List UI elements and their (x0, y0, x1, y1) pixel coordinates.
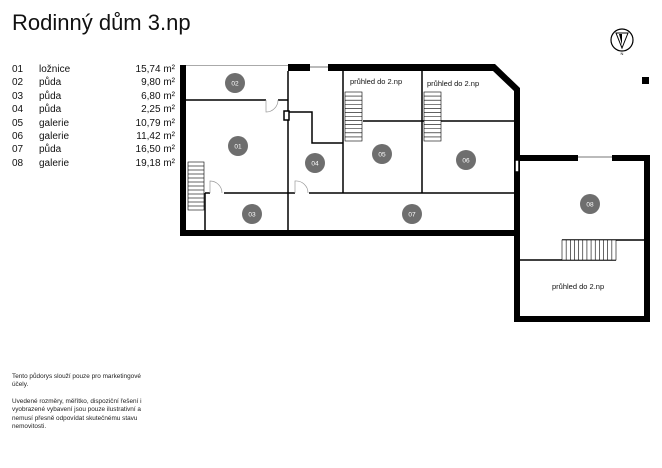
room-marker-02: 02 (225, 73, 245, 93)
room-name: ložnice (39, 64, 71, 75)
room-number: 07 (12, 144, 24, 156)
compass-north-label: N (621, 51, 624, 56)
walls (180, 64, 650, 322)
svg-text:08: 08 (586, 201, 594, 208)
svg-text:04: 04 (311, 160, 319, 167)
room-marker-07: 07 (402, 204, 422, 224)
room-number: 04 (12, 104, 24, 116)
interior-walls (186, 71, 644, 261)
compass-icon: N (610, 28, 634, 56)
room-name: půda (39, 104, 62, 116)
svg-text:06: 06 (462, 157, 470, 164)
legend-row: 03 půda 6,80 m² (12, 90, 175, 103)
room-legend: 01 ložnice 15,74 m² 02 půda 9,80 m² 03 půda 6,… (12, 63, 175, 170)
room-number: 05 (12, 117, 24, 129)
room-area: 11,42 m² (136, 131, 175, 143)
room-marker-05: 05 (372, 144, 392, 164)
svg-text:01: 01 (234, 143, 242, 150)
disclaimer-accuracy: Uvedené rozměry, měřítko, dispoziční řeš… (12, 397, 142, 431)
room-name: půda (39, 77, 62, 89)
svg-text:05: 05 (378, 151, 386, 158)
marker-square (642, 77, 649, 84)
svg-text:03: 03 (248, 211, 256, 218)
legend-row: 01 ložnice 15,74 m² (12, 63, 175, 76)
page-title: Rodinný dům 3.np (12, 10, 191, 35)
room-name: galerie (39, 157, 70, 169)
room-name: půda (39, 90, 62, 102)
svg-text:07: 07 (408, 211, 416, 218)
room-area: 9,80 m² (141, 77, 175, 89)
windows (310, 66, 612, 158)
legend-row: 08 galerie 19,18 m² (12, 157, 175, 170)
room-number: 01 (12, 64, 24, 75)
room-number: 06 (12, 131, 24, 143)
room-number: 08 (12, 157, 24, 169)
void-label: průhled do 2.np (350, 77, 402, 86)
room-markers: 01 02 03 04 05 06 07 08 (225, 73, 600, 224)
legend-row: 02 půda 9,80 m² (12, 76, 175, 89)
void-label: průhled do 2.np (552, 282, 604, 291)
room-number: 03 (12, 90, 24, 102)
room-marker-06: 06 (456, 150, 476, 170)
room-area: 6,80 m² (141, 90, 175, 102)
room-marker-03: 03 (242, 204, 262, 224)
room-name: galerie (39, 131, 70, 143)
svg-text:02: 02 (231, 80, 239, 87)
room-area: 10,79 m² (135, 117, 175, 129)
disclaimer-marketing: Tento půdorys slouží pouze pro marketing… (12, 373, 141, 389)
stairs (187, 91, 617, 261)
void-label: průhled do 2.np (427, 79, 479, 88)
room-area: 19,18 m² (135, 157, 175, 169)
room-area: 2,25 m² (141, 104, 175, 116)
legend-row: 06 galerie 11,42 m² (12, 130, 175, 143)
room-marker-01: 01 (228, 136, 248, 156)
room-marker-04: 04 (305, 153, 325, 173)
disclaimer: Tento půdorys slouží pouze pro marketing… (12, 373, 142, 439)
room-area: 16,50 m² (135, 144, 175, 156)
room-marker-08: 08 (580, 194, 600, 214)
room-name: galerie (39, 117, 70, 129)
room-name: půda (39, 144, 62, 156)
legend-row: 07 půda 16,50 m² (12, 143, 175, 156)
room-number: 02 (12, 77, 24, 89)
room-area: 15,74 m² (135, 64, 175, 75)
legend-row: 04 půda 2,25 m² (12, 103, 175, 116)
legend-row: 05 galerie 10,79 m² (12, 117, 175, 130)
doors (209, 99, 309, 194)
